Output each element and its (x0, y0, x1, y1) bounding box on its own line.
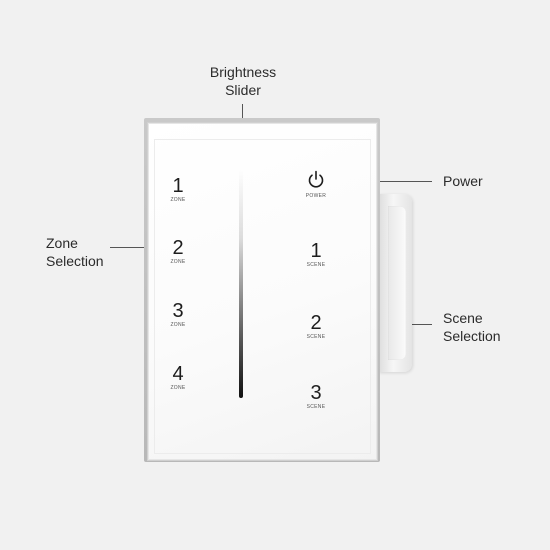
power-callout: Power (443, 172, 483, 190)
panel-glass (154, 139, 371, 454)
power-label: POWER (305, 193, 327, 199)
scene-1-button[interactable]: 1 SCENE (296, 240, 336, 269)
brightness-slider-callout: Brightness Slider (202, 63, 284, 99)
scene-3-button[interactable]: 3 SCENE (296, 382, 336, 411)
zone-1-number: 1 (172, 175, 184, 197)
zone-1-button[interactable]: 1 ZONE (158, 175, 198, 204)
scene-1-number: 1 (310, 240, 322, 262)
zone-2-number: 2 (172, 237, 184, 259)
zone-3-number: 3 (172, 300, 184, 322)
panel-side-housing (378, 194, 412, 372)
zone-4-label: ZONE (170, 385, 186, 391)
scene-2-button[interactable]: 2 SCENE (296, 312, 336, 341)
zone-selection-callout: Zone Selection (46, 234, 104, 270)
zone-4-button[interactable]: 4 ZONE (158, 363, 198, 392)
scene-1-label: SCENE (306, 262, 326, 268)
zone-4-number: 4 (172, 363, 184, 385)
power-callout-text: Power (443, 173, 483, 189)
scene-3-label: SCENE (306, 404, 326, 410)
scene-3-number: 3 (310, 382, 322, 404)
power-button[interactable]: POWER (296, 170, 336, 200)
touch-panel (147, 122, 378, 461)
brightness-slider[interactable] (239, 170, 243, 398)
zone-callout-line2: Selection (46, 253, 104, 269)
zone-2-label: ZONE (170, 259, 186, 265)
scene-callout-line1: Scene (443, 310, 483, 326)
zone-3-label: ZONE (170, 322, 186, 328)
zone-3-button[interactable]: 3 ZONE (158, 300, 198, 329)
brightness-callout-line1: Brightness (209, 64, 277, 80)
scene-2-number: 2 (310, 312, 322, 334)
scene-selection-callout: Scene Selection (443, 309, 501, 345)
power-icon (308, 170, 324, 188)
zone-2-button[interactable]: 2 ZONE (158, 237, 198, 266)
zone-callout-line1: Zone (46, 235, 78, 251)
scene-callout-line2: Selection (443, 328, 501, 344)
brightness-callout-line2: Slider (225, 82, 261, 98)
power-leader-line (336, 181, 432, 182)
scene-2-label: SCENE (306, 334, 326, 340)
zone-leader-line (110, 247, 166, 248)
zone-1-label: ZONE (170, 197, 186, 203)
